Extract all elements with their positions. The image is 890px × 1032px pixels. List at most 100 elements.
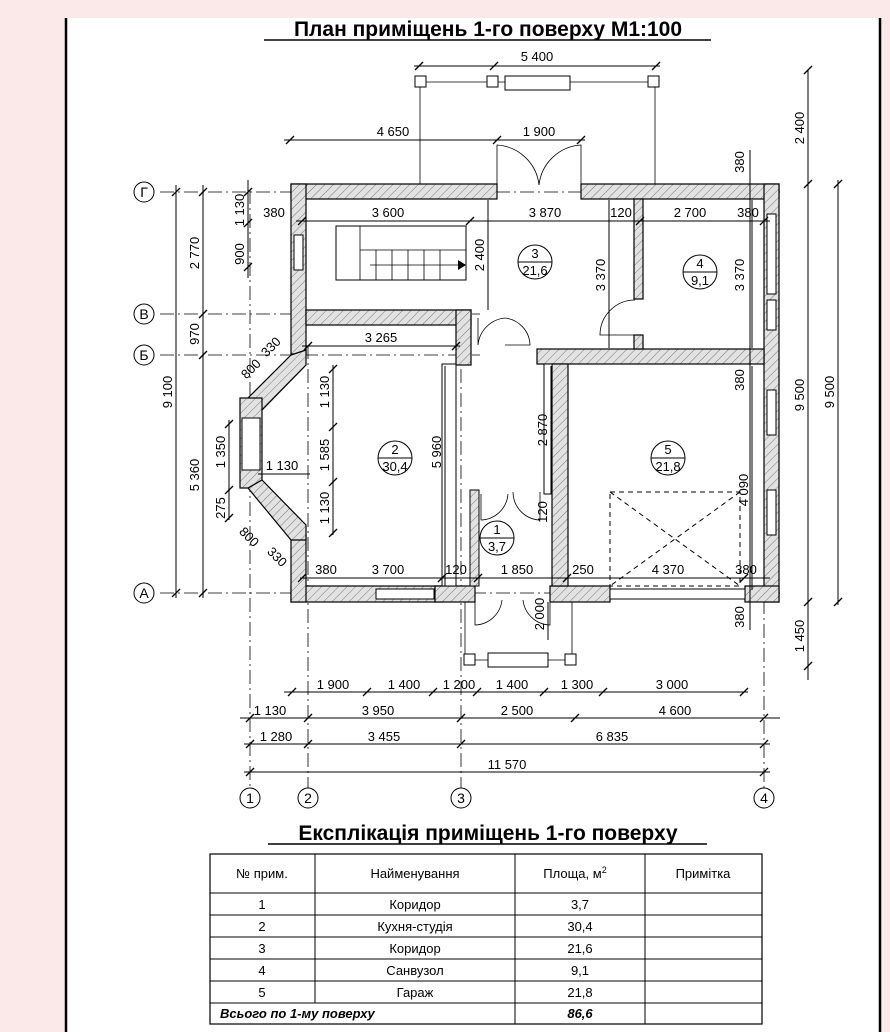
dimension-lines	[171, 61, 843, 777]
table-row: 3 Коридор 21,6	[258, 941, 592, 956]
svg-text:1 130: 1 130	[232, 194, 247, 227]
header-note: Примітка	[676, 866, 732, 881]
svg-text:3: 3	[457, 790, 465, 806]
room-label-2: 2 30,4	[377, 440, 413, 476]
porch-top	[414, 75, 660, 184]
table-row: 4 Санвузол 9,1	[258, 963, 589, 978]
svg-text:2: 2	[258, 919, 265, 934]
axis-bubble-2: 2	[297, 787, 319, 809]
svg-text:А: А	[139, 585, 149, 601]
room-label-4: 4 9,1	[682, 254, 718, 290]
svg-text:21,6: 21,6	[567, 941, 592, 956]
svg-text:3 600: 3 600	[372, 205, 405, 220]
svg-text:9 100: 9 100	[160, 376, 175, 409]
explication-title: Експлікація приміщень 1-го поверху	[298, 822, 678, 845]
svg-text:900: 900	[232, 243, 247, 265]
svg-text:1 130: 1 130	[317, 492, 332, 525]
svg-text:Санвузол: Санвузол	[386, 963, 443, 978]
svg-text:Кухня-студія: Кухня-студія	[377, 919, 452, 934]
axis-bubble-a: А	[133, 582, 155, 604]
svg-text:250: 250	[572, 562, 594, 577]
axis-bubble-1: 1	[239, 787, 261, 809]
table-row: 1 Коридор 3,7	[258, 897, 589, 912]
svg-text:Коридор: Коридор	[389, 941, 440, 956]
svg-text:Б: Б	[139, 347, 148, 363]
svg-text:1 300: 1 300	[561, 677, 594, 692]
svg-text:86,6: 86,6	[567, 1006, 593, 1021]
svg-text:1 280: 1 280	[260, 729, 293, 744]
svg-text:380: 380	[315, 562, 337, 577]
svg-text:1 400: 1 400	[496, 677, 529, 692]
svg-text:3 370: 3 370	[732, 259, 747, 292]
svg-text:2: 2	[391, 442, 398, 457]
doors	[474, 144, 636, 626]
svg-text:Всього по 1-му поверху: Всього по 1-му поверху	[220, 1006, 375, 1021]
room-label-1: 1 3,7	[479, 520, 515, 556]
svg-text:21,8: 21,8	[655, 459, 680, 474]
svg-text:380: 380	[732, 151, 747, 173]
svg-text:1 350: 1 350	[213, 436, 228, 469]
axis-bubble-g: Г	[133, 181, 155, 203]
svg-text:3 870: 3 870	[529, 205, 562, 220]
svg-text:9,1: 9,1	[571, 963, 589, 978]
svg-text:11 570: 11 570	[488, 757, 527, 772]
svg-text:21,8: 21,8	[567, 985, 592, 1000]
svg-text:3 000: 3 000	[656, 677, 689, 692]
svg-text:970: 970	[187, 323, 202, 345]
axis-bubble-3: 3	[450, 787, 472, 809]
svg-text:380: 380	[732, 606, 747, 628]
svg-text:1 900: 1 900	[523, 124, 556, 139]
svg-text:3 950: 3 950	[362, 703, 395, 718]
svg-text:5 960: 5 960	[429, 436, 444, 469]
svg-text:5 400: 5 400	[521, 49, 554, 64]
porch-bottom	[463, 602, 577, 668]
axis-bubble-v: В	[133, 303, 155, 325]
svg-text:380: 380	[735, 562, 757, 577]
svg-text:120: 120	[610, 205, 632, 220]
svg-text:9 500: 9 500	[792, 379, 807, 412]
svg-text:1 585: 1 585	[317, 439, 332, 472]
dimension-texts: 5 400 4 650 1 900 2 400 380 1 130 380 3 …	[160, 49, 837, 772]
svg-text:2 400: 2 400	[472, 239, 487, 272]
svg-text:5 360: 5 360	[187, 459, 202, 492]
svg-text:2 770: 2 770	[187, 237, 202, 270]
svg-text:1 130: 1 130	[254, 703, 287, 718]
svg-text:1: 1	[258, 897, 265, 912]
windows	[241, 213, 777, 600]
garage-door	[609, 491, 741, 587]
room-label-3: 3 21,6	[517, 244, 553, 280]
svg-text:9 500: 9 500	[822, 376, 837, 409]
svg-text:120: 120	[445, 562, 467, 577]
svg-text:3 370: 3 370	[593, 259, 608, 292]
svg-text:1 900: 1 900	[317, 677, 350, 692]
svg-text:4: 4	[258, 963, 265, 978]
svg-text:1 400: 1 400	[388, 677, 421, 692]
svg-text:1 850: 1 850	[501, 562, 534, 577]
svg-text:1: 1	[493, 522, 500, 537]
svg-text:5: 5	[664, 442, 671, 457]
svg-text:5: 5	[258, 985, 265, 1000]
svg-text:4 090: 4 090	[736, 474, 751, 507]
svg-text:3 455: 3 455	[368, 729, 401, 744]
svg-text:4 650: 4 650	[377, 124, 410, 139]
svg-text:Г: Г	[140, 184, 148, 200]
svg-text:1 130: 1 130	[317, 376, 332, 409]
svg-text:9,1: 9,1	[691, 273, 709, 288]
svg-text:1 130: 1 130	[266, 458, 299, 473]
header-num: № прим.	[236, 866, 288, 881]
svg-text:2 870: 2 870	[535, 414, 550, 447]
svg-text:1: 1	[246, 790, 254, 806]
svg-text:2: 2	[304, 790, 312, 806]
svg-text:3 700: 3 700	[372, 562, 405, 577]
svg-text:4 370: 4 370	[652, 562, 685, 577]
axis-bubble-4: 4	[753, 787, 775, 809]
svg-text:4: 4	[760, 790, 768, 806]
svg-text:380: 380	[737, 205, 759, 220]
svg-text:2 000: 2 000	[532, 598, 547, 631]
svg-text:380: 380	[263, 205, 285, 220]
svg-text:380: 380	[732, 369, 747, 391]
svg-text:2 400: 2 400	[792, 112, 807, 145]
axis-bubble-b: Б	[133, 344, 155, 366]
